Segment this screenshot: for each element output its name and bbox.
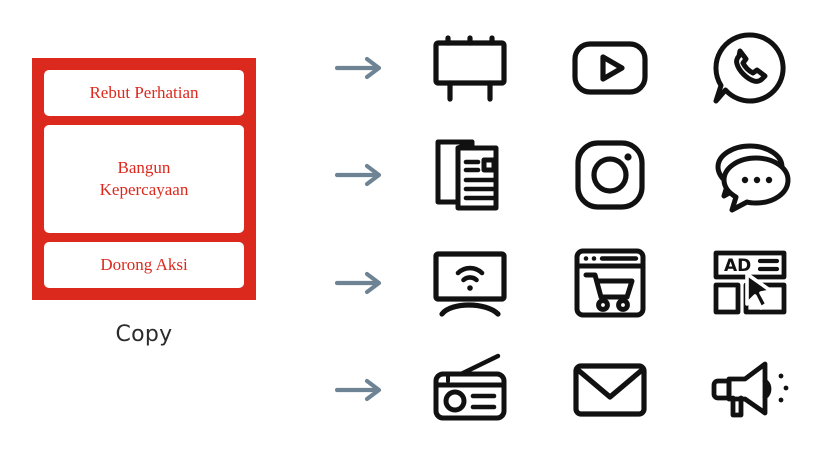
funnel-stage-attention[interactable]: Rebut Perhatian: [44, 70, 244, 116]
funnel-stage-action[interactable]: Dorong Aksi: [44, 242, 244, 288]
chat-bubbles-icon: [680, 136, 820, 214]
radio-icon: [400, 352, 540, 428]
arrow-row-4: [322, 377, 400, 403]
svg-text:AD: AD: [724, 256, 751, 276]
megaphone-icon: [680, 355, 820, 425]
funnel-stage-action-label: Dorong Aksi: [100, 255, 188, 275]
email-icon: [540, 355, 680, 425]
smart-tv-icon: [400, 246, 540, 320]
arrow-row-3: [322, 270, 400, 296]
online-shop-icon: [540, 244, 680, 322]
channel-grid: AD: [322, 14, 822, 444]
arrow-row-1: [322, 55, 400, 81]
arrow-row-2: [322, 162, 400, 188]
copy-caption: Copy: [115, 322, 173, 347]
instagram-icon: [540, 136, 680, 214]
youtube-icon: [540, 31, 680, 105]
funnel-stage-attention-label: Rebut Perhatian: [89, 83, 199, 103]
billboard-icon: [400, 31, 540, 105]
newspaper-icon: [400, 136, 540, 214]
display-ad-icon: AD: [680, 246, 820, 320]
whatsapp-icon: [680, 29, 820, 107]
